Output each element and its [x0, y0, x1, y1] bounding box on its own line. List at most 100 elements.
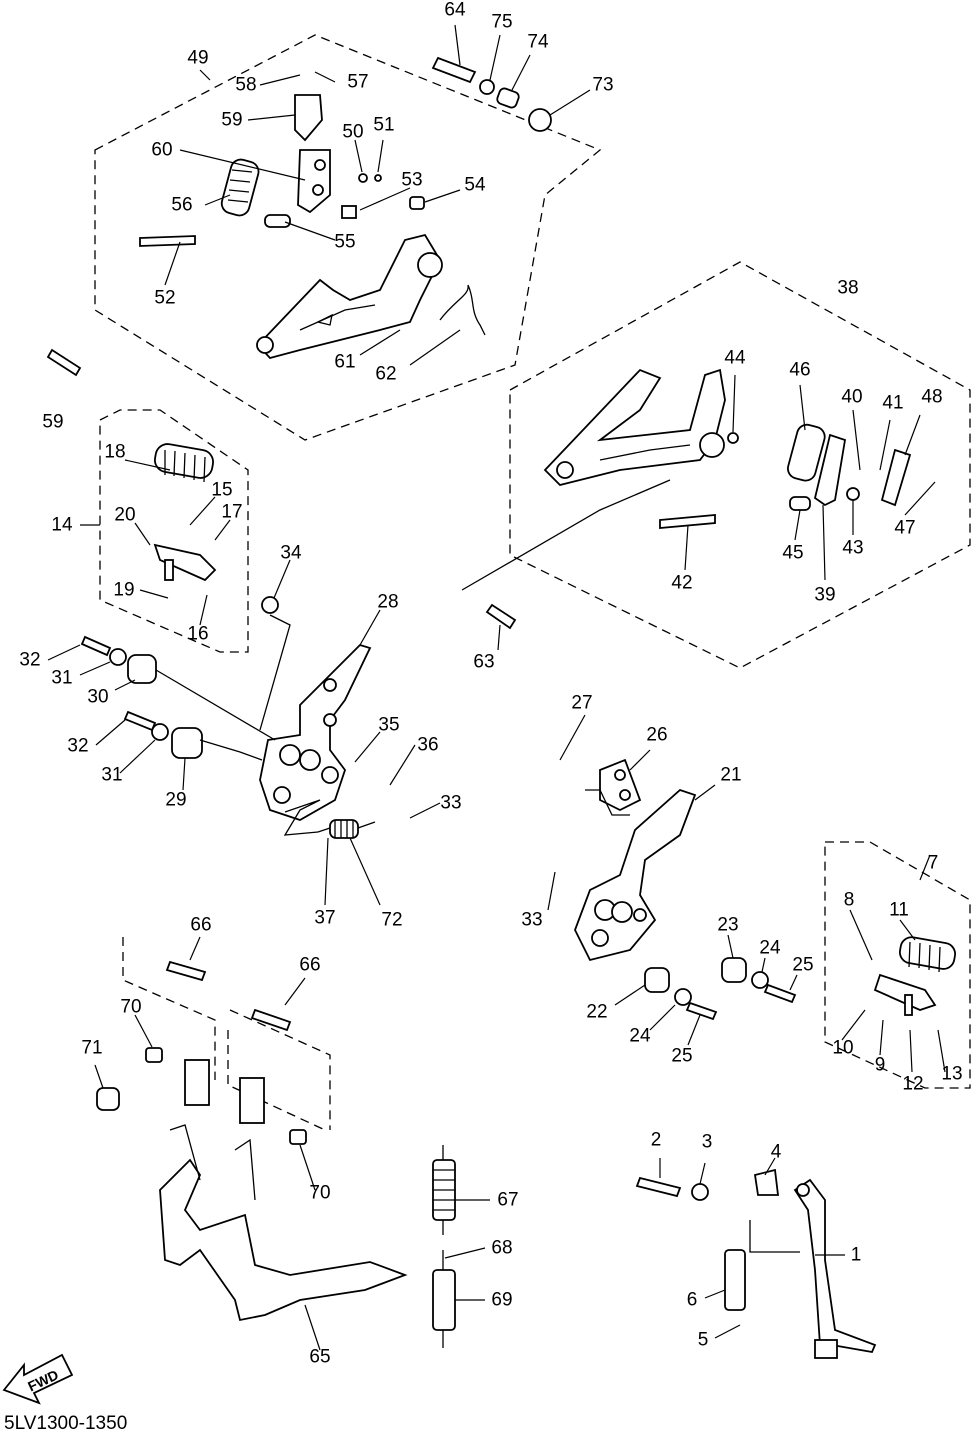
callout-31b: 31: [101, 764, 123, 786]
callout-59b: 59: [42, 411, 64, 433]
callout-40: 40: [841, 386, 863, 408]
callout-63: 63: [473, 651, 495, 673]
callout-43: 43: [842, 537, 864, 559]
callout-54: 54: [464, 174, 486, 196]
callout-22: 22: [586, 1001, 608, 1023]
callout-7: 7: [927, 852, 939, 874]
callout-34: 34: [280, 542, 302, 564]
footpeg-56: [220, 158, 260, 217]
leader-21-group: [585, 789, 630, 816]
callout-6: 6: [686, 1289, 698, 1311]
nut-70b: [289, 1129, 307, 1145]
callout-58: 58: [235, 74, 257, 96]
callout-18: 18: [104, 441, 126, 463]
callout-60: 60: [151, 139, 173, 161]
heel-plate-59: [294, 94, 331, 214]
washer-43: [846, 487, 860, 501]
nut-54: [409, 196, 425, 210]
callout-38: 38: [837, 277, 859, 299]
footrest-7: [873, 936, 956, 1016]
group-outline-49: [94, 34, 602, 441]
leader-34: [259, 614, 291, 731]
spring-37: [317, 819, 376, 839]
callout-53: 53: [401, 169, 423, 191]
stopper-71: [96, 1087, 120, 1111]
callout-52: 52: [154, 287, 176, 309]
callout-9: 9: [874, 1054, 886, 1076]
callout-70b: 70: [309, 1182, 331, 1204]
callout-17: 17: [221, 501, 243, 523]
washer-31a: [109, 648, 127, 666]
rear-bracket-61: [256, 233, 443, 360]
callout-24a: 24: [759, 937, 781, 959]
bolt-66a: [165, 960, 207, 982]
leader-72: [283, 799, 321, 836]
callout-24b: 24: [629, 1025, 651, 1047]
callout-48: 48: [921, 386, 943, 408]
callout-33a: 33: [440, 792, 462, 814]
footpeg-46: [787, 423, 826, 482]
callout-67: 67: [497, 1189, 519, 1211]
callout-15: 15: [211, 479, 233, 501]
bolt-64-set: [431, 56, 552, 132]
callout-41: 41: [882, 392, 904, 414]
callout-68: 68: [491, 1237, 513, 1259]
group-outline-7: [824, 841, 971, 1089]
spring-67: [432, 1145, 456, 1235]
bracket-21: [574, 788, 697, 962]
callout-49: 49: [187, 47, 209, 69]
main-stand-65: [159, 1059, 408, 1322]
clip-51: [374, 174, 382, 182]
callout-16: 16: [187, 623, 209, 645]
group-outline-14: [99, 409, 249, 653]
callout-65: 65: [309, 1346, 331, 1368]
callout-26: 26: [646, 724, 668, 746]
callout-3: 3: [701, 1131, 713, 1153]
callout-69: 69: [491, 1289, 513, 1311]
callout-55: 55: [334, 231, 356, 253]
bolt-59: [46, 348, 82, 377]
bolt-63: [485, 603, 517, 630]
callout-32a: 32: [19, 649, 41, 671]
callout-35: 35: [378, 714, 400, 736]
callout-30: 30: [87, 686, 109, 708]
rear-bracket-38: [543, 368, 726, 486]
callout-14: 14: [51, 514, 73, 536]
callout-51: 51: [373, 114, 395, 136]
stand-box-right-b: [229, 1009, 331, 1130]
callout-33b: 33: [521, 909, 543, 931]
callout-56: 56: [171, 194, 193, 216]
bushing-30: [127, 654, 157, 684]
nut-70a: [145, 1047, 163, 1063]
callout-66b: 66: [299, 954, 321, 976]
washer-31b: [151, 723, 169, 741]
leader-63-group: [461, 479, 671, 591]
callout-19: 19: [113, 579, 135, 601]
washer-34: [261, 596, 279, 614]
plate-26-hole-b: [619, 789, 631, 801]
leader-lines: [47, 24, 946, 1351]
callout-73: 73: [592, 74, 614, 96]
callout-39: 39: [814, 584, 836, 606]
callout-31a: 31: [51, 667, 73, 689]
callout-64: 64: [444, 0, 466, 21]
callout-10: 10: [832, 1037, 854, 1059]
callout-57: 57: [347, 71, 369, 93]
bolt-32b: [123, 710, 157, 732]
callout-42: 42: [671, 572, 693, 594]
nut-50: [358, 173, 368, 183]
callout-28: 28: [377, 591, 399, 613]
spring-6: [724, 1249, 746, 1311]
bushing-22: [644, 967, 670, 993]
callout-13: 13: [941, 1063, 963, 1085]
bolt-66b: [250, 1008, 292, 1032]
callout-23: 23: [717, 914, 739, 936]
callout-46: 46: [789, 359, 811, 381]
spacer-55: [264, 214, 291, 228]
callout-70a: 70: [120, 996, 142, 1018]
footrest-14: [153, 443, 217, 582]
plate-26-hole-a: [614, 769, 626, 781]
leader-30: [155, 669, 276, 741]
